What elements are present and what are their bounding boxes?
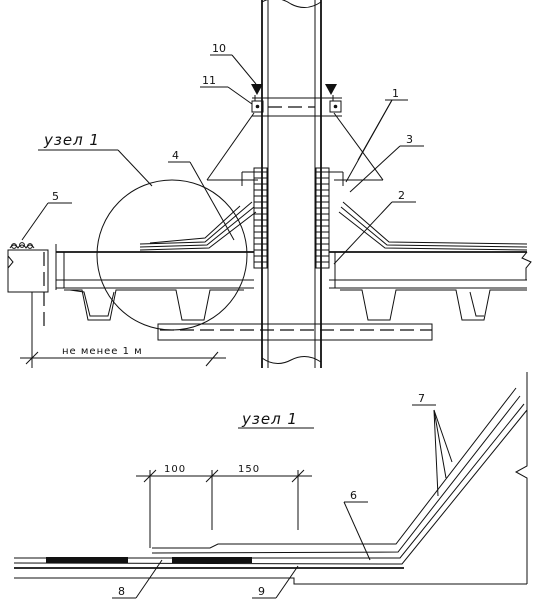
pipe [261,0,322,368]
detail-node-1: узел 1 100 150 [13,372,528,599]
detail-title: узел 1 [241,410,298,428]
label-8: 8 [118,585,125,598]
parapet-edge [7,242,49,330]
dim-100: 100 [164,464,186,475]
sleeve-insulation [241,167,344,269]
pipe-clamp [251,84,342,117]
main-section: не менее 1 м 10 11 1 3 2 4 5 [7,0,532,368]
label-2: 2 [398,189,405,202]
guy-lines [206,99,393,183]
flashing-cone [139,201,528,251]
node-1-circle [96,179,248,331]
label-1: 1 [392,87,399,100]
label-3: 3 [406,133,413,146]
label-6: 6 [350,489,357,502]
support-plate [157,323,433,341]
label-4: 4 [172,149,179,162]
arrow-right-icon [325,84,337,95]
roof-slab [55,244,532,290]
leaders-detail: 7 6 8 9 [112,392,453,599]
label-5: 5 [52,190,59,203]
min-distance-dimension: не менее 1 м [20,292,226,368]
detail-dimensions: 100 150 [136,464,312,548]
arrow-left-icon [251,84,263,95]
min-distance-label: не менее 1 м [62,346,143,357]
label-7: 7 [418,392,425,405]
label-10: 10 [212,42,226,55]
profiled-deck [64,289,527,321]
node-1-title: узел 1 [43,131,100,149]
sealant-strip-2 [172,557,252,563]
sealant-strip-1 [46,557,128,563]
label-11: 11 [202,74,216,87]
label-9: 9 [258,585,265,598]
leaders-main: 10 11 1 3 2 4 5 узел 1 [21,42,424,265]
dim-150: 150 [238,464,260,475]
